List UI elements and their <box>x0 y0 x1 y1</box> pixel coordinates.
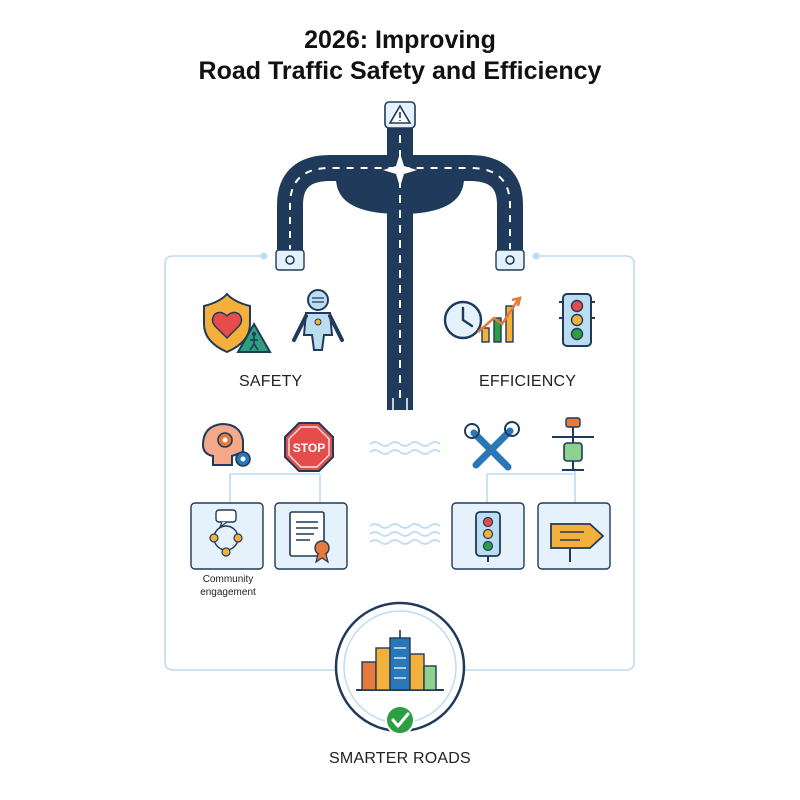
traffic-light-icon <box>559 293 595 347</box>
certificate-box <box>274 502 348 570</box>
community-engagement-icon <box>209 509 243 557</box>
efficiency-label: EFFICIENCY <box>479 373 577 390</box>
smart-pole-icon <box>552 417 594 471</box>
pedestrian-warning-icon <box>236 321 272 353</box>
safety-label: SAFETY <box>239 373 303 390</box>
city-skyline-icon <box>334 601 466 733</box>
traffic-light-box <box>451 502 525 570</box>
certificate-icon <box>289 511 330 564</box>
heart-shield-icon <box>203 292 251 354</box>
community-engagement-box <box>190 502 264 570</box>
stop-sign-text: STOP <box>293 441 325 455</box>
community-engagement-label: Community engagement <box>200 574 256 598</box>
wave-separator <box>369 441 441 545</box>
direction-sign-icon <box>550 523 605 562</box>
title-line-2: Road Traffic Safety and Efficiency <box>198 57 602 85</box>
crash-test-dummy-icon <box>292 289 344 351</box>
title-line-1: 2026: Improving <box>304 26 496 54</box>
check-icon <box>385 705 415 735</box>
warning-sign-icon <box>384 101 416 129</box>
stop-sign-icon: STOP <box>284 422 334 472</box>
traffic-light-icon <box>475 511 501 562</box>
connector-lines <box>164 255 635 671</box>
road-icon <box>275 120 525 412</box>
wrench-tools-icon <box>464 421 520 471</box>
direction-sign-box <box>537 502 611 570</box>
clock-chart-icon <box>443 296 522 343</box>
brain-gears-icon <box>201 422 251 467</box>
smarter-roads-label: SMARTER ROADS <box>329 750 471 767</box>
connector-dots <box>260 252 540 260</box>
